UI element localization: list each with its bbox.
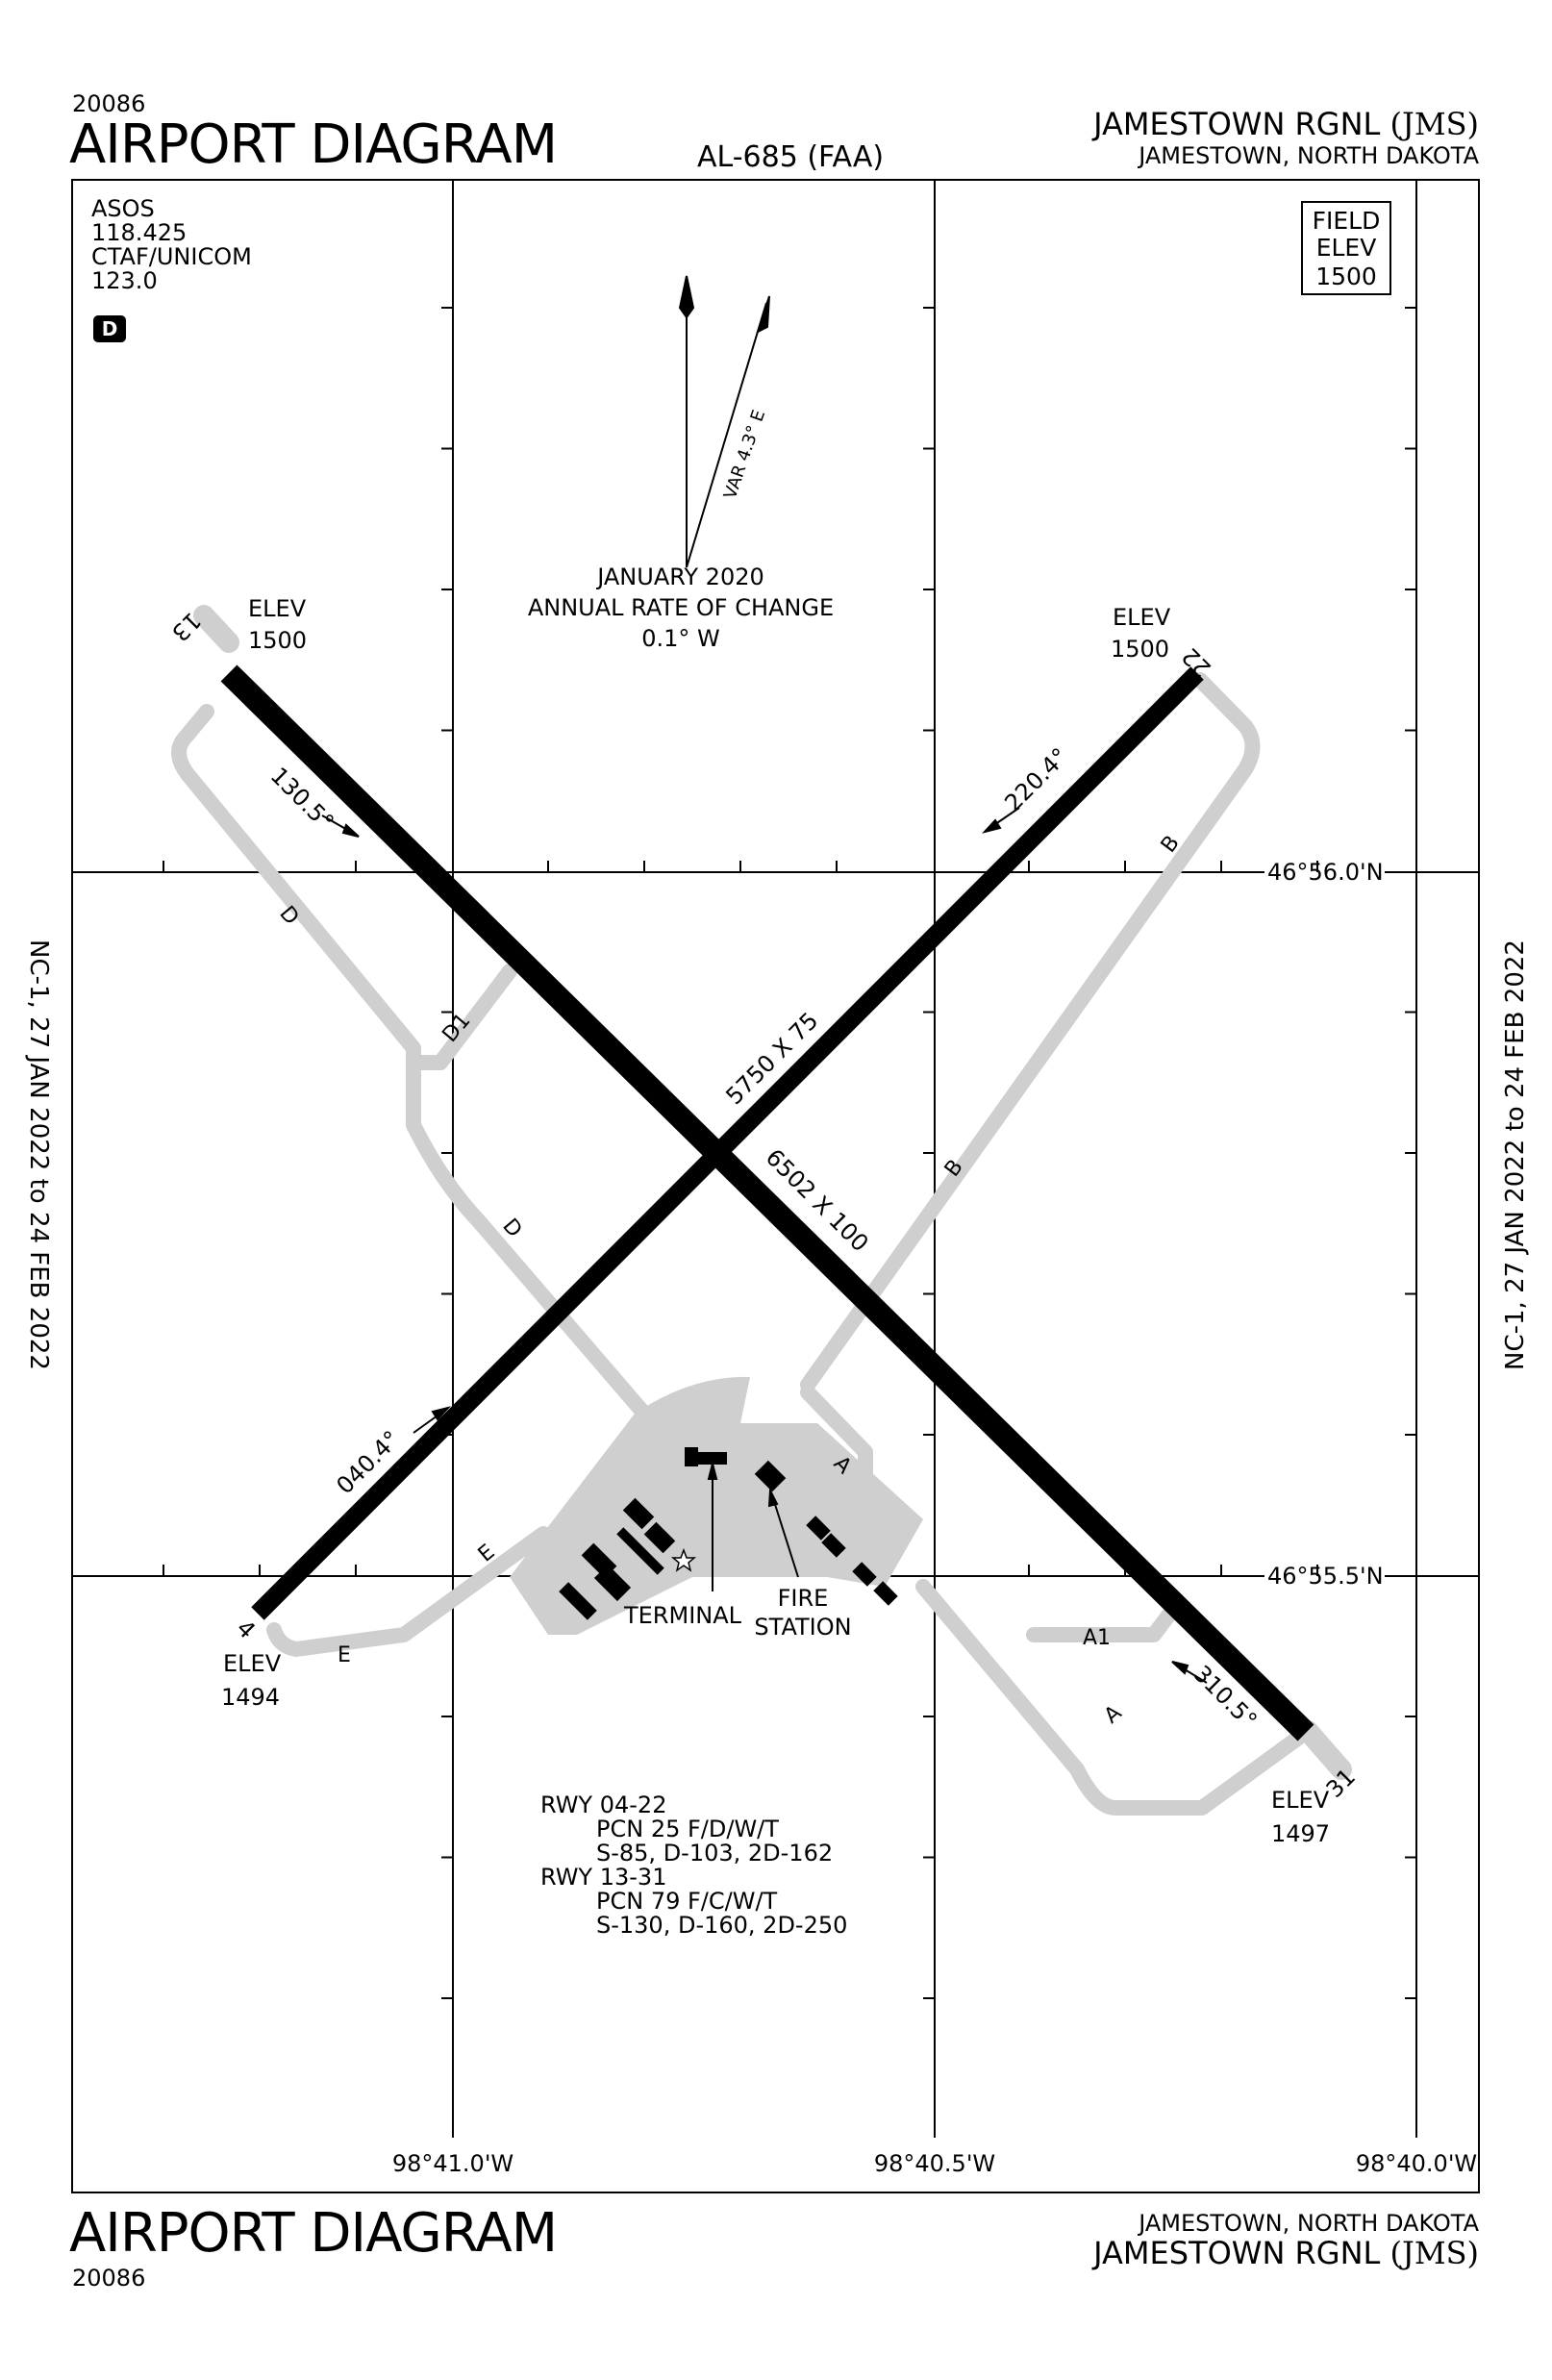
field-elev-line2: ELEV [1316, 234, 1377, 262]
rwy13-elev: 1500 [248, 627, 307, 654]
rwy31-blastpad [1297, 1720, 1352, 1780]
diagram-frame [71, 179, 1480, 2193]
pavement-rwy2-pcn: PCN 79 F/C/W/T [596, 1888, 778, 1915]
fire-station-label-2: STATION [754, 1614, 851, 1641]
rwy04-elev-label: ELEV [223, 1650, 282, 1677]
ctaf-label: CTAF/UNICOM [91, 243, 252, 270]
runway-4-number: 4 [231, 1615, 261, 1644]
taxiway-a1 [1026, 1608, 1176, 1642]
heading-arrows [321, 807, 1208, 1684]
hangar [806, 1516, 831, 1541]
location-bottom: JAMESTOWN, NORTH DAKOTA [1139, 2210, 1479, 2237]
taxiway-a1-label: A1 [1083, 1626, 1111, 1650]
fire-station-building [754, 1460, 787, 1492]
chart-title-top: AIRPORT DIAGRAM [69, 113, 558, 176]
pavement-rwy2-weights: S-130, D-160, 2D-250 [596, 1912, 847, 1939]
airport-name-bottom: JAMESTOWN RGNL (JMS) [1093, 2235, 1479, 2271]
fire-arrow-icon [767, 1487, 779, 1508]
hangar [873, 1581, 898, 1606]
airport-name: JAMESTOWN RGNL [1093, 106, 1381, 142]
magvar-rate: 0.1° W [641, 625, 720, 652]
taxiway-a-label: A [1100, 1701, 1127, 1729]
location-top: JAMESTOWN, NORTH DAKOTA [1139, 142, 1479, 169]
field-elev-value: 1500 [1315, 263, 1377, 290]
terminal-label: TERMINAL [623, 1602, 742, 1629]
hangar [593, 1564, 632, 1602]
latitude-top: 46°56.0'N [1267, 859, 1384, 886]
leader-lines [707, 1463, 799, 1591]
north-arrows [678, 275, 770, 568]
longitude-left: 98°41.0'W [392, 2150, 513, 2177]
pavement-rwy1-pcn: PCN 25 F/D/W/T [596, 1816, 779, 1842]
rwy22-elev-label: ELEV [1113, 604, 1171, 631]
airport-id: (JMS) [1389, 106, 1479, 142]
d-badge-icon: D [102, 317, 118, 340]
magnetic-north-arrow-icon [756, 295, 770, 334]
chart-number-top: 20086 [72, 90, 146, 117]
rwy13-blastpad [193, 605, 239, 653]
magnetic-north-line [686, 302, 767, 568]
field-elev-line1: FIELD [1313, 207, 1381, 235]
terminal-building [696, 1452, 727, 1465]
pavement-rwy2-label: RWY 13-31 [540, 1864, 666, 1891]
asos-frequency: 118.425 [91, 219, 187, 246]
taxiways [171, 605, 1352, 1816]
terminal-arrow-icon [707, 1463, 718, 1480]
rwy31-elev-label: ELEV [1271, 1787, 1330, 1814]
longitude-right: 98°40.0'W [1356, 2150, 1477, 2177]
latitude-bottom: 46°55.5'N [1267, 1563, 1384, 1590]
rotating-beacon-icon [670, 1547, 697, 1572]
airport-id: (JMS) [1389, 2235, 1479, 2271]
longitude-mid: 98°40.5'W [874, 2150, 995, 2177]
rwy13-elev-label: ELEV [248, 595, 307, 622]
pavement-rwy1-weights: S-85, D-103, 2D-162 [596, 1840, 833, 1866]
airport-name-top: JAMESTOWN RGNL (JMS) [1093, 106, 1479, 142]
chart-number-bottom: 20086 [72, 2265, 146, 2292]
rwy04-elev: 1494 [221, 1684, 280, 1711]
magvar-date: JANUARY 2020 [595, 564, 764, 590]
fire-station-label-1: FIRE [778, 1585, 829, 1612]
taxiway-e [266, 1526, 551, 1657]
runways [220, 664, 1314, 1741]
buildings [559, 1447, 898, 1620]
taxiway-d1 [406, 964, 517, 1070]
taxiway-d [171, 704, 652, 1421]
grid-ticks [163, 307, 1416, 1999]
ctaf-frequency: 123.0 [91, 267, 158, 294]
hangar [821, 1533, 846, 1558]
hangar [852, 1562, 877, 1587]
hangar [559, 1582, 597, 1620]
asos-label: ASOS [91, 195, 155, 222]
taxiway-e-label: E [338, 1643, 351, 1667]
hangar [643, 1521, 676, 1554]
runway-04-22 [251, 666, 1204, 1620]
field-elev-box [1301, 201, 1391, 295]
d-badge-box [93, 315, 126, 342]
airport-name: JAMESTOWN RGNL [1093, 2235, 1381, 2271]
runway-13-31 [220, 664, 1314, 1741]
hangar [622, 1497, 655, 1530]
magnetic-variation: VAR 4.3° E [720, 408, 769, 502]
taxiway-a-south [915, 1579, 1315, 1816]
rwy22-elev: 1500 [1111, 636, 1169, 663]
true-north-arrow-icon [678, 275, 695, 319]
magvar-rate-label: ANNUAL RATE OF CHANGE [528, 594, 834, 621]
al-number: AL-685 (FAA) [697, 140, 885, 174]
hangar [616, 1527, 664, 1575]
rwy31-elev: 1497 [1271, 1820, 1330, 1847]
fire-leader [771, 1494, 799, 1578]
pavement-rwy1-label: RWY 04-22 [540, 1791, 666, 1818]
terminal-building [685, 1447, 698, 1466]
chart-title-bottom: AIRPORT DIAGRAM [69, 2202, 558, 2265]
taxiway-b [800, 672, 1261, 1392]
